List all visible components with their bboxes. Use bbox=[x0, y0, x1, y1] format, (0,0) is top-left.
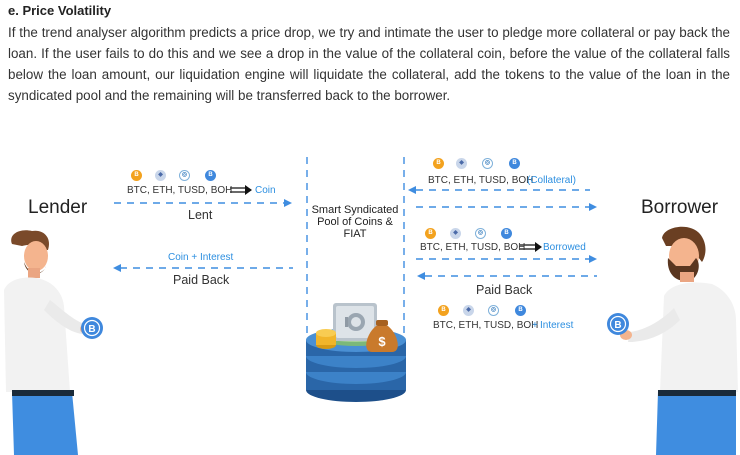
borrowed-coins-list: BTC, ETH, TUSD, BOH bbox=[420, 242, 526, 253]
lent-coins-list: BTC, ETH, TUSD, BOH bbox=[127, 185, 233, 196]
boh-icon: B bbox=[515, 305, 526, 316]
boh-icon: B bbox=[501, 228, 512, 239]
svg-text:B: B bbox=[614, 320, 621, 331]
pool-illustration bbox=[306, 303, 406, 402]
lender-paid-back-label: Paid Back bbox=[173, 273, 230, 287]
svg-text:B: B bbox=[88, 324, 95, 335]
lent-arrowhead bbox=[284, 199, 292, 207]
collateral-arrowhead bbox=[408, 186, 416, 194]
lent-label: Lent bbox=[188, 208, 213, 222]
bitcoin-icon: B bbox=[433, 158, 444, 169]
bitcoin-icon: B bbox=[425, 228, 436, 239]
boh-icon: B bbox=[205, 170, 216, 181]
lender-label: Lender bbox=[28, 197, 88, 218]
ethereum-icon: ◆ bbox=[155, 170, 166, 181]
borrower-paid-back-arrowhead bbox=[417, 272, 425, 280]
money-bag-icon: $ bbox=[378, 334, 386, 349]
ethereum-icon: ◆ bbox=[463, 305, 474, 316]
interest-plus-sign: + bbox=[532, 320, 538, 331]
section-heading: e. Price Volatility bbox=[8, 3, 112, 18]
double-arrow-icon-lent bbox=[230, 185, 252, 195]
lent-coin-label: Coin bbox=[255, 185, 276, 196]
ethereum-icon: ◆ bbox=[450, 228, 461, 239]
boh-icon: B bbox=[509, 158, 520, 169]
lender-paid-back-arrowhead bbox=[113, 264, 121, 272]
borrower-paid-back-label: Paid Back bbox=[476, 283, 533, 297]
double-arrow-icon-borrowed bbox=[520, 242, 542, 252]
interest-label: Interest bbox=[540, 320, 574, 331]
paid-back-coins-list: BTC, ETH, TUSD, BOH bbox=[433, 320, 539, 331]
ethereum-icon: ◆ bbox=[456, 158, 467, 169]
collateral-coins-list: BTC, ETH, TUSD, BOH bbox=[428, 175, 534, 186]
borrowed-label: Borrowed bbox=[543, 242, 586, 253]
pool-label: Smart Syndicated Pool of Coins & FIAT bbox=[311, 204, 399, 240]
bitcoin-icon: B bbox=[131, 170, 142, 181]
borrower-label: Borrower bbox=[641, 197, 719, 218]
coin-interest-label: Coin + Interest bbox=[168, 252, 234, 263]
bitcoin-icon: B bbox=[438, 305, 449, 316]
lender-illustration bbox=[4, 230, 92, 455]
borrower-illustration bbox=[620, 226, 738, 455]
tusd-icon: ◎ bbox=[475, 228, 486, 239]
collateral-out-arrowhead bbox=[589, 203, 597, 211]
tusd-icon: ◎ bbox=[482, 158, 493, 169]
collateral-label: (Collateral) bbox=[527, 175, 576, 186]
borrowed-arrowhead bbox=[589, 255, 597, 263]
tusd-icon: ◎ bbox=[488, 305, 499, 316]
tusd-icon: ◎ bbox=[179, 170, 190, 181]
section-paragraph: If the trend analyser algorithm predicts… bbox=[8, 25, 730, 103]
